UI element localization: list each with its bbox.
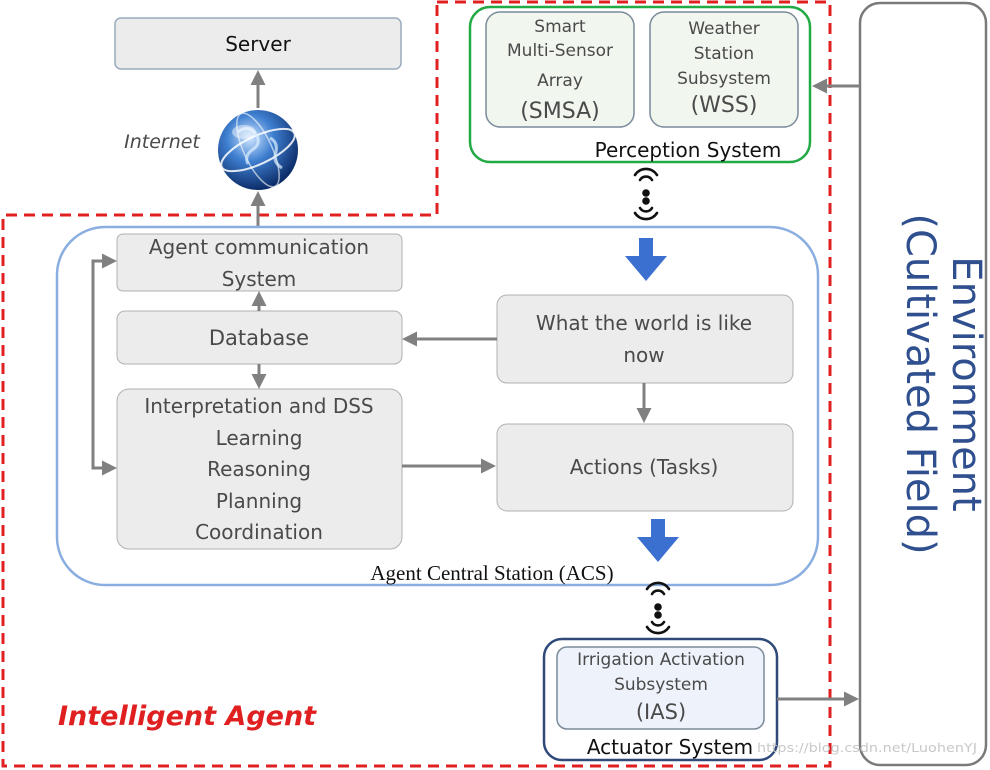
ias-abbr: (IAS) (636, 700, 686, 724)
flow-arrow-perception-to-acs (625, 238, 667, 281)
server-box (114, 17, 402, 70)
actions-box (496, 423, 794, 512)
wss-line3: Subsystem (677, 69, 771, 89)
wss-abbr: (WSS) (691, 93, 758, 118)
interp-line3: Reasoning (207, 457, 311, 481)
interp-line2: Learning (216, 426, 303, 450)
interp-line5: Coordination (195, 520, 323, 544)
acs-title: Agent Central Station (ACS) (370, 561, 613, 585)
interp-line4: Planning (216, 489, 302, 513)
intelligent-agent-label: Intelligent Agent (58, 701, 317, 732)
actions-label: Actions (Tasks) (570, 455, 719, 479)
wireless-icon (633, 167, 659, 221)
wss-line1: Weather (688, 19, 760, 39)
ias-line2: Subsystem (614, 675, 708, 695)
interpretation-box (116, 388, 403, 550)
actuator-system-title: Actuator System (587, 735, 753, 759)
world-state-box (496, 294, 794, 384)
environment-box (858, 1, 988, 767)
smsa-line1: Smart (534, 17, 586, 37)
smsa-line2: Multi-Sensor (507, 41, 613, 61)
world-state-line2: now (623, 343, 664, 367)
perception-system-title: Perception System (595, 138, 782, 162)
server-label: Server (225, 32, 291, 56)
flow-arrow-acs-to-actuator (637, 519, 679, 562)
database-label: Database (209, 326, 309, 350)
smsa-line3: Array (537, 71, 583, 91)
arrow-comm-interp-bidirectional (91, 253, 117, 476)
ias-line1: Irrigation Activation (577, 650, 745, 670)
interp-line1: Interpretation and DSS (144, 394, 373, 418)
smsa-box (485, 11, 635, 128)
watermark: https://blog.csdn.net/LuohenYJ (757, 741, 977, 755)
internet-label: Internet (124, 131, 201, 153)
ias-box (556, 646, 765, 730)
agent-comm-line2: System (222, 267, 297, 291)
world-state-line1: What the world is like (536, 311, 752, 335)
wss-box (649, 11, 799, 128)
agent-comm-line1: Agent communication (149, 235, 369, 259)
wss-line2: Station (694, 44, 754, 64)
environment-sublabel: (Cultivated Field) (897, 213, 943, 554)
globe-icon (218, 110, 298, 190)
smsa-abbr: (SMSA) (520, 99, 600, 124)
intelligent-agent-boundary (1, 0, 832, 768)
environment-label: Environment (943, 256, 989, 511)
wireless-icon (645, 581, 671, 635)
